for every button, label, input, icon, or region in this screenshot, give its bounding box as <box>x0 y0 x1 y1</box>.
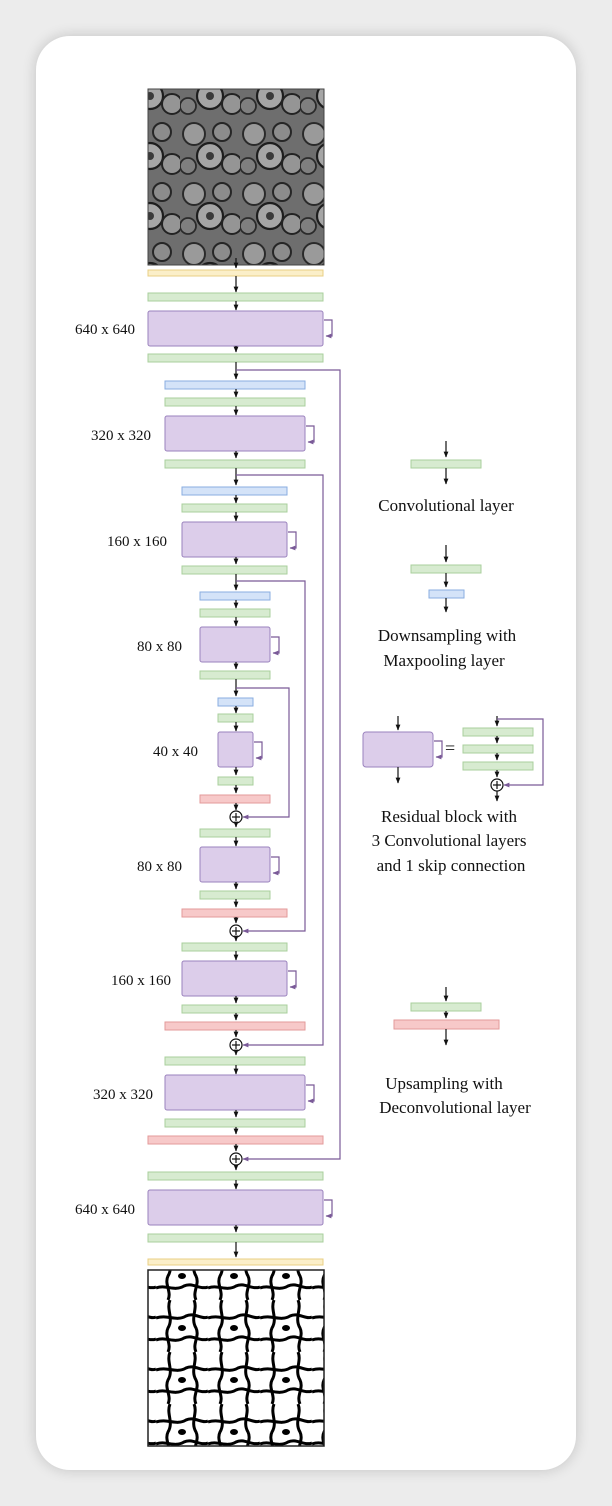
residual-block <box>217 731 254 768</box>
output-layer <box>147 1258 324 1266</box>
conv-layer <box>199 828 271 838</box>
skip-connection <box>236 369 341 1162</box>
add-node <box>229 810 243 824</box>
skip-arrow <box>306 1084 315 1104</box>
stage-label: 160 x 160 <box>111 973 171 989</box>
conv-layer <box>199 670 271 680</box>
conv-layer <box>147 1171 324 1181</box>
add-node <box>229 1038 243 1052</box>
residual-block <box>199 846 271 883</box>
stage-label: 320 x 320 <box>93 1087 153 1103</box>
conv-layer <box>199 608 271 618</box>
conv-layer <box>217 713 254 723</box>
skip-arrow <box>324 319 333 339</box>
stage-label: 640 x 640 <box>75 322 135 338</box>
stage-label: 40 x 40 <box>153 744 198 760</box>
legend-res-label-1: Residual block with <box>381 807 517 826</box>
output-segmentation-image <box>147 1269 325 1447</box>
residual-block <box>164 1074 306 1111</box>
skip-arrow <box>271 856 280 876</box>
skip-connection <box>236 474 324 1048</box>
maxpool-layer <box>199 591 271 601</box>
maxpool-layer <box>181 486 288 496</box>
conv-layer <box>181 565 288 575</box>
skip-connection <box>236 687 290 820</box>
legend-conv-label: Convolutional layer <box>378 496 514 515</box>
conv-layer <box>164 1056 306 1066</box>
stage-label: 80 x 80 <box>137 639 182 655</box>
residual-block <box>181 521 288 558</box>
conv-layer <box>147 292 324 302</box>
legend-upsampling <box>393 987 500 1046</box>
skip-arrow <box>288 970 297 990</box>
legend-conv <box>410 441 482 485</box>
conv-layer <box>199 890 271 900</box>
skip-connection <box>236 580 306 934</box>
legend-res-label-3: and 1 skip connection <box>377 856 526 875</box>
maxpool-layer <box>164 380 306 390</box>
equals-sign: = <box>445 738 455 758</box>
legend-up-label-1: Upsampling with <box>385 1074 503 1093</box>
legend-down-label-2: Maxpooling layer <box>383 651 505 670</box>
legend-res-label-2: 3 Convolutional layers <box>372 831 527 850</box>
skip-arrow <box>306 425 315 445</box>
conv-layer <box>181 1004 288 1014</box>
conv-layer <box>164 459 306 469</box>
input-layer <box>147 269 324 277</box>
residual-block <box>181 960 288 997</box>
legend-down-label-1: Downsampling with <box>378 626 517 645</box>
residual-block <box>164 415 306 452</box>
stage-label: 80 x 80 <box>137 859 182 875</box>
add-node <box>229 924 243 938</box>
deconv-layer <box>164 1021 306 1031</box>
skip-arrow <box>254 741 263 761</box>
stage-label: 640 x 640 <box>75 1202 135 1218</box>
legend-downsampling <box>410 545 482 613</box>
residual-block <box>147 310 324 347</box>
skip-arrow <box>271 636 280 656</box>
input-em-image <box>147 88 325 266</box>
conv-layer <box>217 776 254 786</box>
legend-residual-block: = <box>362 716 544 802</box>
conv-layer <box>164 397 306 407</box>
conv-layer <box>181 503 288 513</box>
deconv-layer <box>147 1135 324 1145</box>
residual-block <box>147 1189 324 1226</box>
stage-label: 160 x 160 <box>107 534 167 550</box>
residual-block <box>199 626 271 663</box>
conv-layer <box>164 1118 306 1128</box>
conv-layer <box>181 942 288 952</box>
add-node <box>229 1152 243 1166</box>
conv-layer <box>147 1233 324 1243</box>
deconv-layer <box>199 794 271 804</box>
stage-label: 320 x 320 <box>91 428 151 444</box>
skip-arrow <box>324 1199 333 1219</box>
legend-up-label-2: Deconvolutional layer <box>379 1098 531 1117</box>
deconv-layer <box>181 908 288 918</box>
skip-arrow <box>288 531 297 551</box>
conv-layer <box>147 353 324 363</box>
maxpool-layer <box>217 697 254 707</box>
